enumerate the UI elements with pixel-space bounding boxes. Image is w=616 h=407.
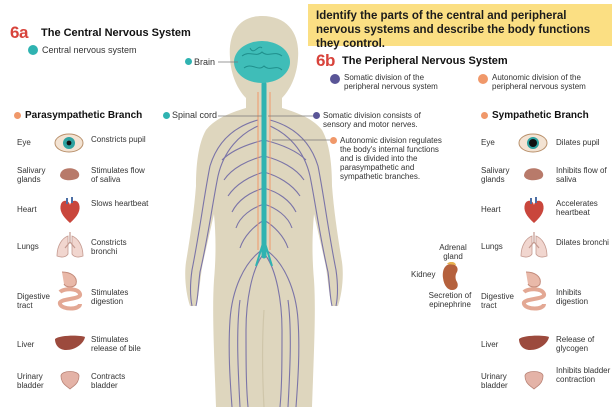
symp-organ-liver: Liver <box>481 340 499 349</box>
symp-organ-heart: Heart <box>481 205 501 214</box>
liver-icon <box>518 334 550 352</box>
cns-legend-label: Central nervous system <box>42 45 137 55</box>
symp-organ-bladder: Urinary bladder <box>481 372 508 390</box>
eye-icon <box>54 132 84 154</box>
brain <box>234 41 290 83</box>
brain-label: Brain <box>194 57 216 67</box>
sympathetic-dot <box>481 112 488 119</box>
cns-number: 6a <box>10 23 28 42</box>
spinal-cord-label: Spinal cord <box>172 110 218 120</box>
symp-effect-bladder: Inhibits bladder contraction <box>556 366 611 384</box>
symp-effect-eye: Dilates pupil <box>556 138 600 147</box>
brain-callout-dot <box>185 58 192 65</box>
para-effect-liver: Stimulates release of bile <box>91 335 141 353</box>
pns-number: 6b <box>316 51 335 70</box>
salivary-gland-icon <box>58 166 82 182</box>
autonomic-legend-dot <box>478 74 488 84</box>
para-effect-heart: Slows heartbeat <box>91 199 149 208</box>
autonomic-description: Autonomic division regulates the body's … <box>340 136 442 181</box>
parasympathetic-dot <box>14 112 21 119</box>
autonomic-callout-dot <box>330 137 337 144</box>
para-effect-digestive: Stimulates digestion <box>91 288 129 306</box>
digestive-tract-icon <box>54 270 86 314</box>
eye-icon <box>518 132 548 154</box>
symp-effect-lungs: Dilates bronchi <box>556 238 609 247</box>
heart-icon <box>58 196 82 224</box>
digestive-tract-icon <box>518 270 550 314</box>
spinal-cord-callout-dot <box>163 112 170 119</box>
symp-effect-digestive: Inhibits digestion <box>556 288 589 306</box>
cns-title: The Central Nervous System <box>41 27 191 39</box>
para-organ-eye: Eye <box>17 138 31 147</box>
para-effect-salivary: Stimulates flow of saliva <box>91 166 145 184</box>
somatic-legend-label: Somatic division of the peripheral nervo… <box>344 73 438 91</box>
para-organ-liver: Liver <box>17 340 35 349</box>
kidney-label: Kidney <box>411 270 436 279</box>
parasympathetic-title: Parasympathetic Branch <box>25 110 143 121</box>
para-organ-lungs: Lungs <box>17 242 39 251</box>
symp-organ-eye: Eye <box>481 138 495 147</box>
somatic-nerves <box>189 119 339 407</box>
para-effect-bladder: Contracts bladder <box>91 372 126 390</box>
para-effect-eye: Constricts pupil <box>91 135 146 144</box>
salivary-gland-icon <box>522 166 546 182</box>
autonomic-legend-label: Autonomic division of the peripheral ner… <box>492 73 586 91</box>
symp-effect-heart: Accelerates heartbeat <box>556 199 598 217</box>
heart-icon <box>522 196 546 224</box>
bladder-icon <box>58 368 82 390</box>
instruction-banner: Identify the parts of the central and pe… <box>308 4 612 50</box>
adrenal-label: Adrenal gland <box>439 243 467 261</box>
sympathetic-title: Sympathetic Branch <box>492 110 589 121</box>
kidney-icon <box>440 261 462 292</box>
symp-effect-liver: Release of glycogen <box>556 335 595 353</box>
para-organ-heart: Heart <box>17 205 37 214</box>
lungs-icon <box>54 232 86 260</box>
pns-title: The Peripheral Nervous System <box>342 55 508 67</box>
symp-effect-salivary: Inhibits flow of saliva <box>556 166 607 184</box>
para-organ-bladder: Urinary bladder <box>17 372 44 390</box>
symp-organ-salivary: Salivary glands <box>481 166 510 184</box>
somatic-legend-dot <box>330 74 340 84</box>
somatic-description: Somatic division consists of sensory and… <box>323 111 421 129</box>
para-organ-digestive: Digestive tract <box>17 292 50 310</box>
liver-icon <box>54 334 86 352</box>
bladder-icon <box>522 368 546 390</box>
lungs-icon <box>518 232 550 260</box>
para-effect-lungs: Constricts bronchi <box>91 238 127 256</box>
symp-organ-digestive: Digestive tract <box>481 292 514 310</box>
cns-legend-dot <box>28 45 38 55</box>
symp-organ-lungs: Lungs <box>481 242 503 251</box>
autonomic-chain <box>257 92 271 250</box>
para-organ-salivary: Salivary glands <box>17 166 46 184</box>
secretion-label: Secretion of epinephrine <box>428 291 472 309</box>
somatic-callout-dot <box>313 112 320 119</box>
banner-text: Identify the parts of the central and pe… <box>316 10 591 50</box>
